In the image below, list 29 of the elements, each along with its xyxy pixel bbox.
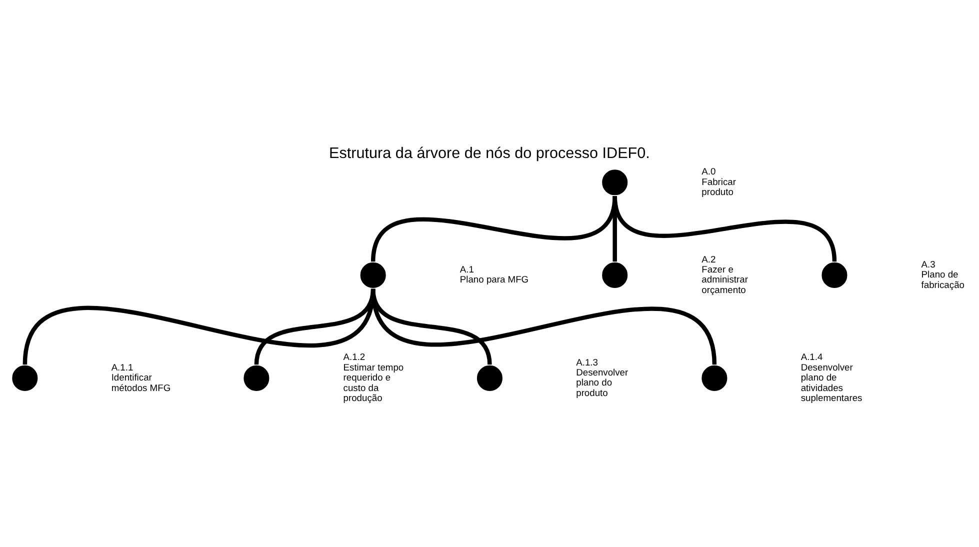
node-circle [602,262,628,288]
node-circle [602,170,628,196]
node-circle [12,365,38,391]
node-label: Estimar tempo requerido e custo da produção [343,362,404,404]
node-label: A.1 [460,264,474,274]
node-circle [244,365,270,391]
node-label: A.1.2 [343,352,366,362]
node-circle [476,365,502,391]
connector [612,196,837,262]
node-circle [822,262,848,288]
diagram-title: Estrutura da árvore de nós do processo IDEF0. [329,145,650,162]
node-label: A.1.4 [800,352,823,362]
node-circle [702,365,728,391]
node-label: A.1.3 [576,357,598,368]
connector [371,288,717,366]
node-label: Plano de fabricação [921,270,964,290]
node-label: Fabricar produto [702,176,736,198]
node-circle [360,262,386,288]
node-label: A.0 [702,166,716,177]
connector [371,196,617,262]
node-label: Plano para MFG [460,274,529,285]
node-label: Desenvolver plano de atividades suplementares [800,362,862,404]
node-label: A.3 [921,259,936,270]
node-label: A.2 [702,254,716,264]
node-label: Fazer e administrar orçamento [702,264,748,295]
node-label: A.1.1 [111,362,134,372]
node-label: Identificar métodos MFG [111,372,171,393]
node-label: Desenvolver plano do produto [576,367,628,398]
connector [612,196,617,262]
